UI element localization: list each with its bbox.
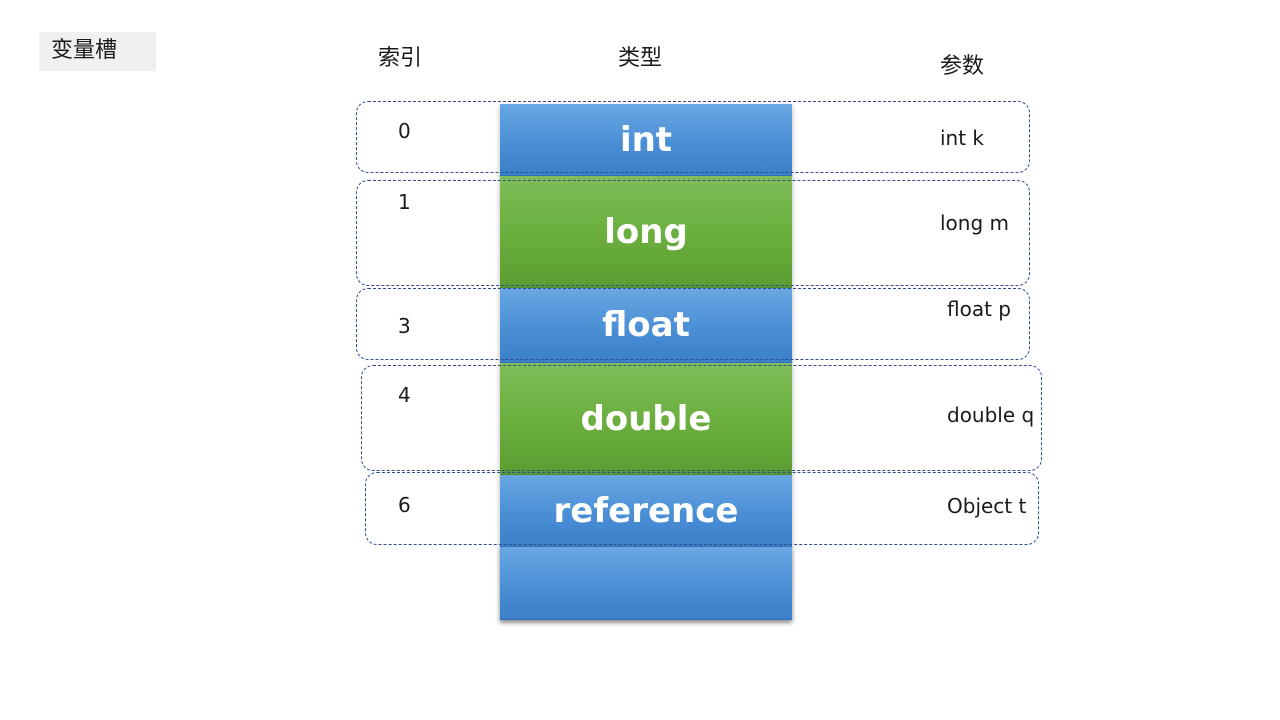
slot-param-1: long m [940, 211, 1010, 235]
type-cell-int: int [500, 104, 792, 176]
slot-index-1: 1 [398, 190, 411, 214]
type-cell-double: double [500, 363, 792, 475]
slot-param-6: Object t [947, 494, 1027, 518]
title-box: 变量槽 [39, 32, 156, 71]
header-param: 参数 [940, 54, 985, 79]
slot-index-6: 6 [398, 493, 411, 517]
slot-outline-6 [365, 472, 1039, 545]
slot-param-4: double q [947, 403, 1035, 427]
slot-index-4: 4 [398, 383, 411, 407]
type-cell-reference: reference [500, 475, 792, 547]
header-index: 索引 [378, 46, 423, 71]
header-type: 类型 [618, 46, 663, 71]
type-cell-empty [500, 547, 792, 620]
slot-outline-4 [361, 365, 1042, 471]
slot-param-3: float p [947, 297, 1011, 321]
slot-index-3: 3 [398, 314, 411, 338]
slot-outline-1 [356, 180, 1030, 286]
slot-outline-0 [356, 101, 1030, 173]
type-cell-float: float [500, 288, 792, 363]
slot-outline-3 [356, 288, 1030, 360]
slot-param-0: int k [940, 126, 985, 150]
type-cell-long: long [500, 176, 792, 288]
diagram-title: 变量槽 [51, 38, 118, 63]
slot-index-0: 0 [398, 119, 411, 143]
